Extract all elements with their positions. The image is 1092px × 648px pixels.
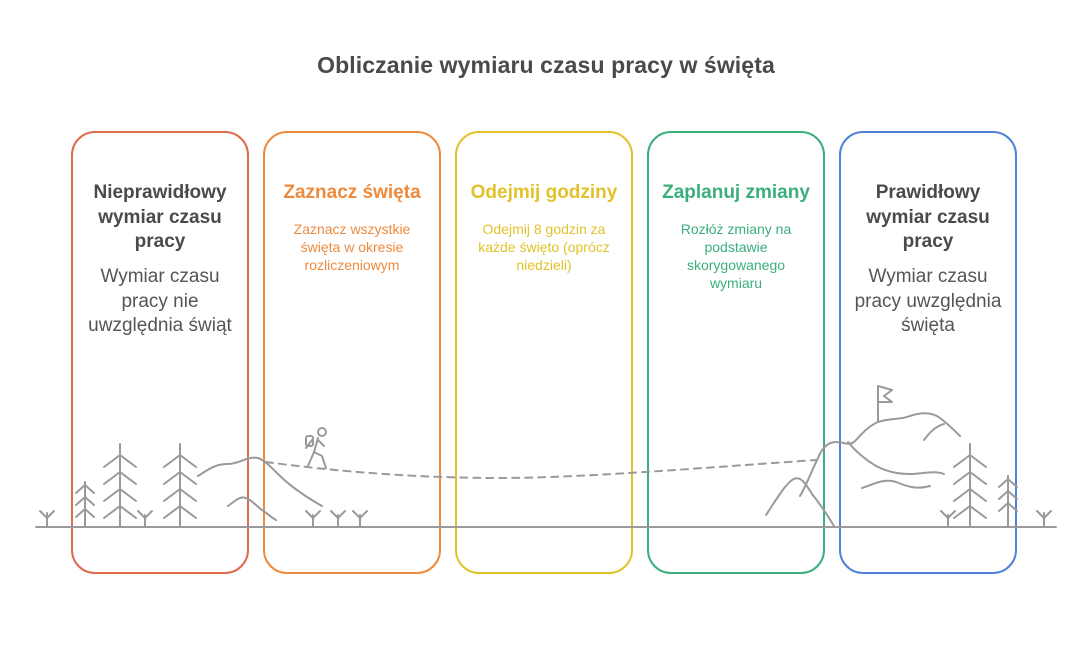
step-card-plan-shifts: Zaplanuj zmiany Rozłóż zmiany na podstaw… [647,131,825,574]
step-card-title: Zaplanuj zmiany [662,182,810,203]
step-card-description: Wymiar czasu pracy uwzględnia święta [854,266,1002,336]
grass-tuft-icon [1036,510,1052,528]
step-card-correct: Prawidłowy wymiar czasu pracy Wymiar cza… [839,131,1017,574]
step-card-description: Rozłóż zmiany na podstawie skorygowanego… [680,221,792,291]
step-card-title: Nieprawidłowy wymiar czasu pracy [93,182,227,252]
step-card-description: Zaznacz wszystkie święta w okresie rozli… [293,221,411,273]
grass-tuft-icon [39,510,55,528]
step-card-title: Prawidłowy wymiar czasu pracy [866,182,990,252]
step-card-title: Odejmij godziny [470,182,618,203]
step-card-description: Odejmij 8 godzin za każde święto (oprócz… [478,221,610,273]
step-card-incorrect: Nieprawidłowy wymiar czasu pracy Wymiar … [71,131,249,574]
step-card-mark-holidays: Zaznacz święta Zaznacz wszystkie święta … [263,131,441,574]
diagram-title: Obliczanie wymiaru czasu pracy w święta [317,52,775,78]
step-card-description: Wymiar czasu pracy nie uwzględnia świąt [88,266,232,336]
step-card-title: Zaznacz święta [283,182,421,203]
step-card-subtract-hours: Odejmij godziny Odejmij 8 godzin za każd… [455,131,633,574]
